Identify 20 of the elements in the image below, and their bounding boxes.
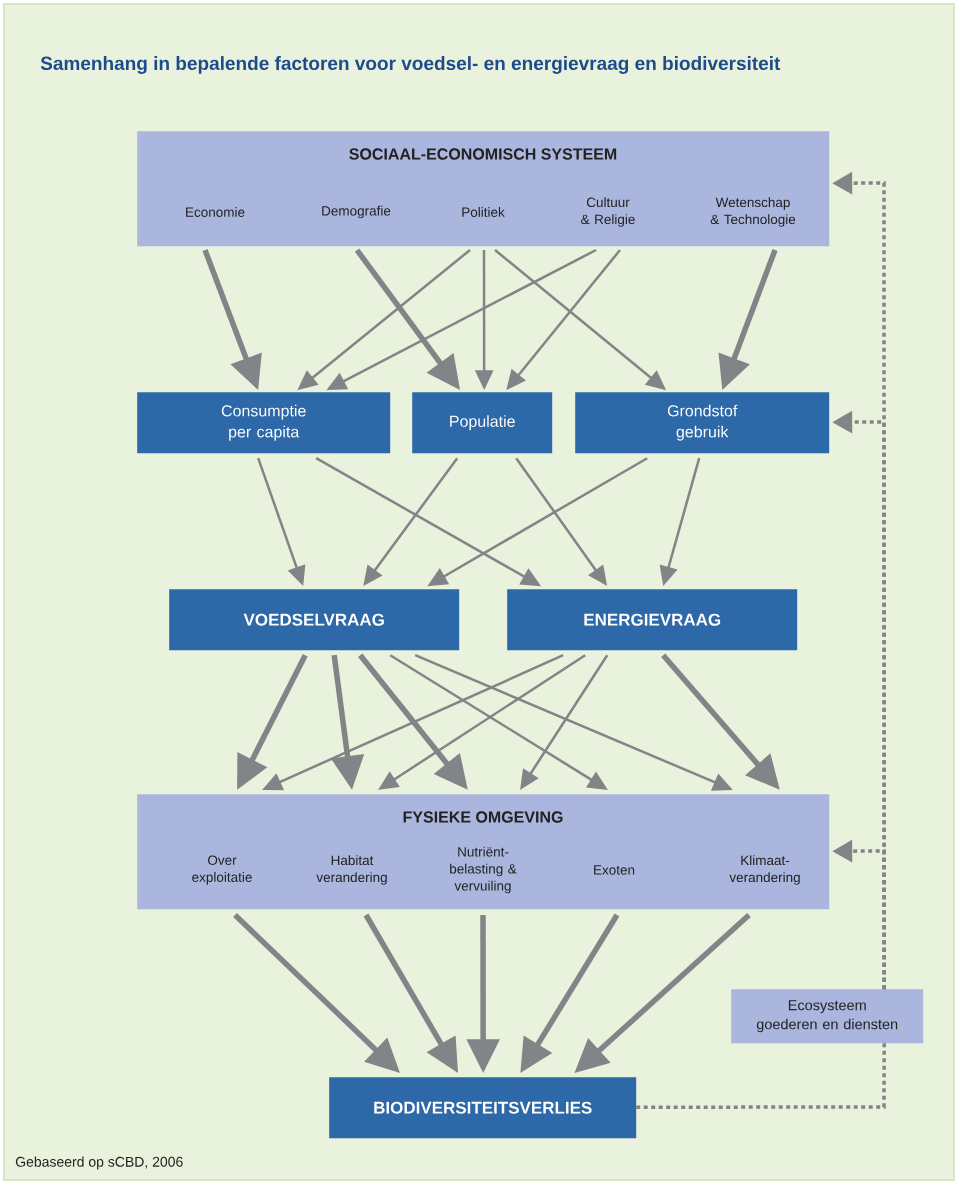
demand-box: ENERGIEVRAAG bbox=[507, 589, 798, 651]
factor-label: Klimaat-verandering bbox=[729, 855, 800, 885]
demand-box: VOEDSELVRAAG bbox=[169, 589, 460, 651]
factor-label: Wetenschap & Technologie bbox=[710, 197, 796, 227]
factor-label: Economie bbox=[186, 207, 245, 217]
label-box: Ecosysteem goederen en diensten bbox=[731, 989, 924, 1044]
title: Samenhang in bepalende factoren voor voedsel- en energievraag en biodiversiteit bbox=[40, 56, 781, 74]
factor-box: Populatie bbox=[412, 392, 553, 454]
factor-box: Grondstof gebruik bbox=[575, 392, 830, 454]
factor-label: Demografie bbox=[322, 205, 391, 219]
factor-label: Exoten bbox=[594, 865, 635, 875]
factor-box: Consumptie per capita bbox=[137, 392, 391, 454]
factor-label: Over exploitatie bbox=[192, 855, 252, 885]
demand-box: BIODIVERSITEITSVERLIES bbox=[329, 1077, 637, 1139]
factor-label: Nutriënt-belasting & vervuiling bbox=[450, 846, 517, 894]
factor-label: Habitat verandering bbox=[316, 855, 387, 885]
factor-label: Cultuur & Religie bbox=[581, 197, 635, 227]
connector bbox=[636, 1043, 886, 1109]
factor-label: Politiek bbox=[462, 207, 505, 217]
caption: Gebaseerd op sCBD, 2006 bbox=[15, 1156, 183, 1170]
